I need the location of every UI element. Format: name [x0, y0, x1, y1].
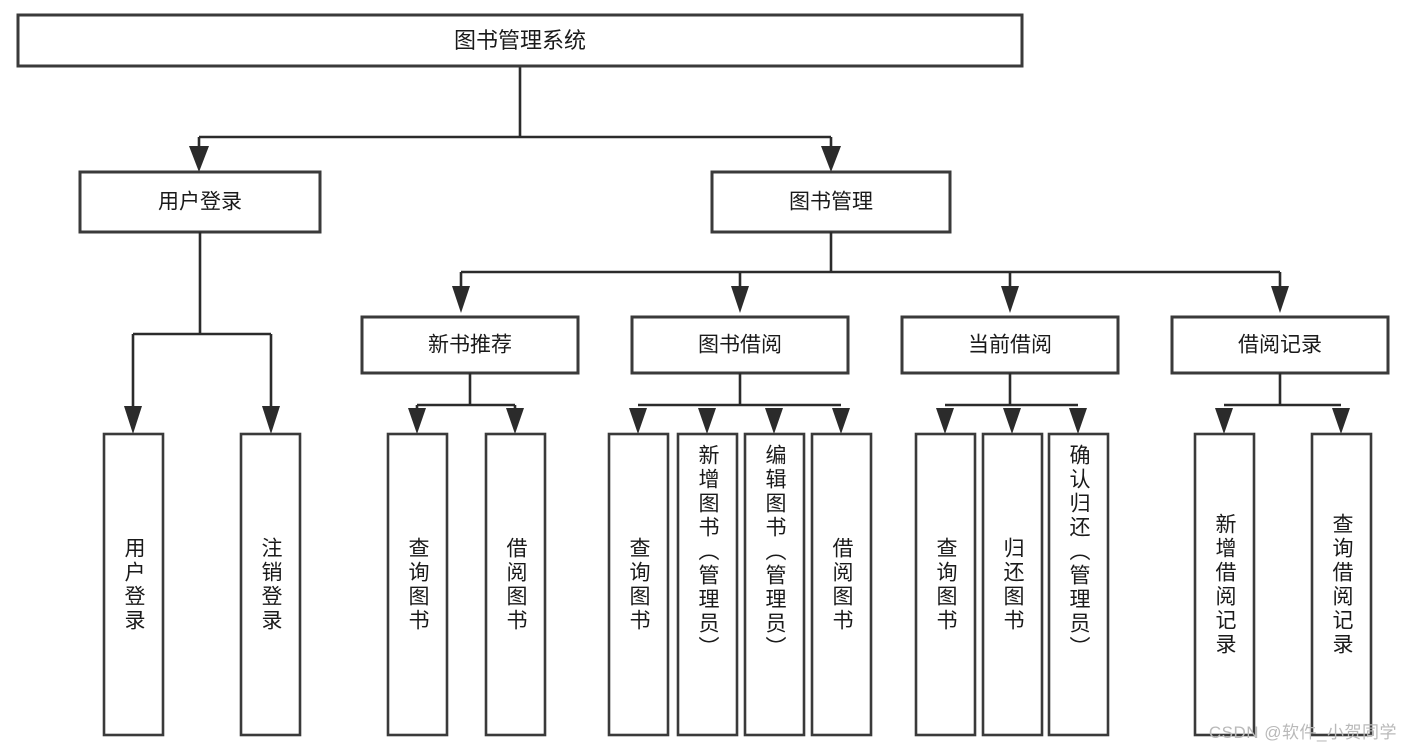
leaf-box-borrow-book-2[interactable]	[810, 432, 873, 737]
arrow-head-leaf-query-borrow-record	[1332, 408, 1350, 434]
arrow-head-new-book-recommend	[452, 286, 470, 313]
node-user-login-label: 用户登录	[158, 191, 242, 214]
csdn-watermark: CSDN @软件_小贺同学	[1208, 723, 1397, 742]
node-borrow-record-box[interactable]	[1170, 315, 1390, 375]
arrow-head-borrow-record	[1271, 286, 1289, 313]
leaf-box-confirm-return-admin[interactable]	[1047, 432, 1110, 737]
leaf-box-logout-login[interactable]	[239, 432, 302, 737]
node-user-login[interactable]: 用户登录	[78, 170, 322, 234]
arrow-head-book-borrow	[731, 286, 749, 313]
arrow-head-leaf-query-book-1	[408, 408, 426, 434]
node-current-borrow-box[interactable]	[900, 315, 1120, 375]
arrow-head-leaf-borrow-book-1	[506, 408, 524, 434]
leaf-box-query-book-1[interactable]	[386, 432, 449, 737]
node-book-management-label: 图书管理	[789, 191, 873, 214]
leaf-box-return-book[interactable]	[981, 432, 1044, 737]
arrow-head-leaf-return-book	[1003, 408, 1021, 434]
node-root-label: 图书管理系统	[454, 28, 586, 53]
node-borrow-record-label: 借阅记录	[1238, 334, 1322, 357]
arrow-head-leaf-add-book-admin	[698, 408, 716, 434]
arrow-head-leaf-edit-book-admin	[765, 408, 783, 434]
leaf-box-add-book-admin[interactable]	[676, 432, 739, 737]
node-new-book-recommend-label: 新书推荐	[428, 334, 512, 357]
connector-borrow-record-to-leaves	[1215, 373, 1350, 434]
connector-root-to-level1	[189, 66, 841, 172]
node-book-management-box[interactable]	[710, 170, 952, 234]
arrow-head-leaf-user-login	[124, 406, 142, 434]
node-book-borrow-box[interactable]	[630, 315, 850, 375]
arrow-head-current-borrow	[1001, 286, 1019, 313]
arrow-head-leaf-add-borrow-record	[1215, 408, 1233, 434]
node-current-borrow-label: 当前借阅	[968, 334, 1052, 357]
node-new-book-recommend-box[interactable]	[360, 315, 580, 375]
leaf-box-user-login[interactable]	[102, 432, 165, 737]
leaf-box-edit-book-admin[interactable]	[743, 432, 806, 737]
connector-book-borrow-to-leaves	[629, 373, 850, 434]
leaf-box-query-book-2[interactable]	[607, 432, 670, 737]
arrow-head-leaf-borrow-book-2	[832, 408, 850, 434]
node-new-book-recommend[interactable]: 新书推荐	[360, 315, 580, 375]
arrow-head-leaf-query-book-3	[936, 408, 954, 434]
node-root-box[interactable]	[16, 13, 1024, 68]
node-current-borrow[interactable]: 当前借阅	[900, 315, 1120, 375]
node-book-borrow[interactable]: 图书借阅	[630, 315, 850, 375]
leaf-box-query-borrow-record[interactable]	[1310, 432, 1373, 737]
node-book-borrow-label: 图书借阅	[698, 334, 782, 357]
arrow-head-book-management	[821, 146, 841, 172]
node-borrow-record[interactable]: 借阅记录	[1170, 315, 1390, 375]
leaf-box-query-book-3[interactable]	[914, 432, 977, 737]
connector-current-borrow-to-leaves	[936, 373, 1087, 434]
node-root[interactable]: 图书管理系统	[16, 13, 1024, 68]
arrow-head-user-login	[189, 146, 209, 172]
arrow-head-leaf-query-book-2	[629, 408, 647, 434]
node-book-management[interactable]: 图书管理	[710, 170, 952, 234]
connector-new-book-recommend-to-leaves	[408, 373, 524, 434]
arrow-head-leaf-confirm-return-admin	[1069, 408, 1087, 434]
connector-user-login-to-leaves	[124, 232, 280, 434]
leaf-box-borrow-book-1[interactable]	[484, 432, 547, 737]
connector-book-management-to-level2	[452, 232, 1289, 313]
arrow-head-leaf-logout-login	[262, 406, 280, 434]
leaf-box-add-borrow-record[interactable]	[1193, 432, 1256, 737]
